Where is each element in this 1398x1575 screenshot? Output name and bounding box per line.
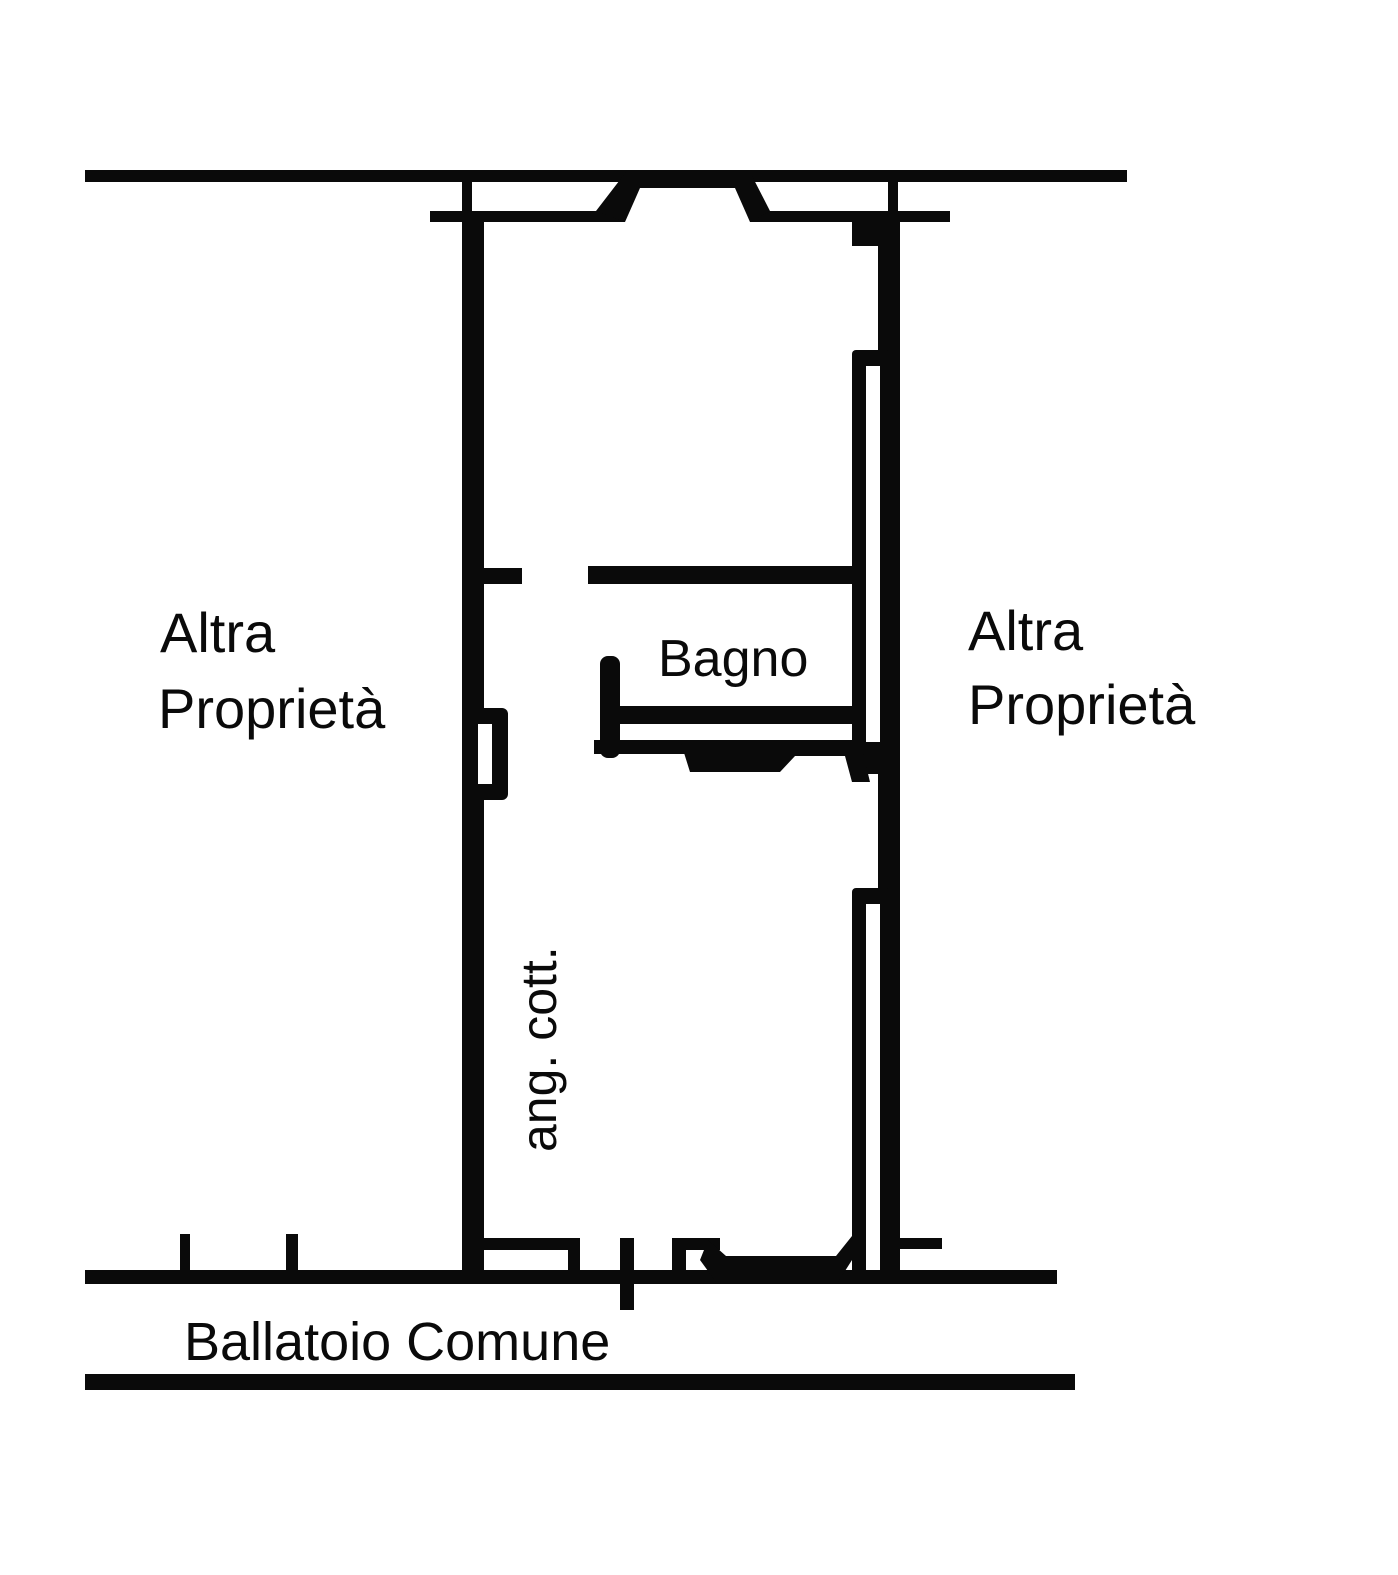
left-wall-niche-inner — [478, 724, 492, 784]
walls — [85, 170, 1127, 1390]
top-boundary-line — [85, 170, 1127, 182]
top-inner-wall-right — [750, 211, 950, 222]
top-inner-wall-left — [430, 211, 625, 222]
room-labels: Altra Proprietà Altra Proprietà Bagno an… — [158, 599, 1196, 1372]
right-wall-upper-jog — [852, 212, 888, 246]
right-property-label-line1: Altra — [968, 599, 1084, 662]
bottom-wall-left-segment — [462, 1238, 580, 1250]
bath-top-wall-left — [484, 568, 522, 584]
bottom-left-post-1 — [180, 1234, 190, 1278]
left-party-wall-top-stub — [462, 170, 472, 222]
right-party-wall-top-stub — [888, 170, 898, 222]
bathroom-label: Bagno — [658, 630, 808, 688]
corridor-label: Ballatoio Comune — [184, 1312, 610, 1372]
top-window-pane — [636, 182, 740, 188]
bottom-wall-threshold — [700, 1236, 852, 1282]
right-wall-bottom-stub — [890, 1238, 942, 1249]
bottom-wall-right-return — [672, 1238, 686, 1276]
bath-bottom-wall — [600, 706, 858, 724]
right-duct-lower-inner — [866, 904, 880, 1276]
left-property-label-line2: Proprietà — [158, 677, 386, 740]
bottom-left-post-2 — [286, 1234, 298, 1278]
bath-top-wall — [588, 566, 858, 584]
bottom-wall-left-return — [568, 1238, 580, 1276]
bath-lower-wall-step — [680, 740, 870, 782]
corridor-outer-line — [85, 1374, 1075, 1390]
kitchenette-label: ang. cott. — [511, 946, 567, 1152]
right-property-label-line2: Proprietà — [968, 673, 1196, 736]
left-property-label-line1: Altra — [160, 601, 276, 664]
door-jamb — [620, 1238, 634, 1310]
right-duct-upper-inner — [866, 366, 880, 742]
